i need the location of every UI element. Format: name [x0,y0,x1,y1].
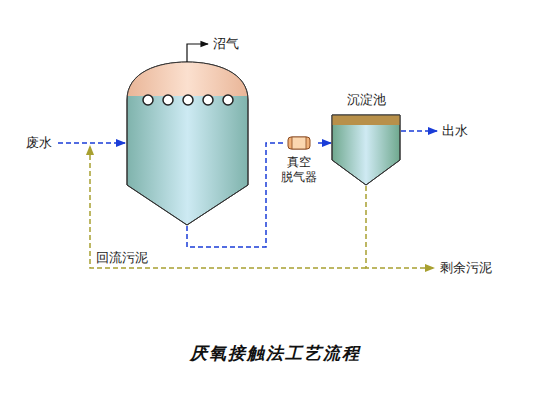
degasser-icon [280,135,318,151]
stream-label: 剩余污泥 [440,260,492,276]
settling-tank-shape [330,110,402,188]
stream-label: 沼气 [213,36,239,52]
reactor-tank [127,62,248,225]
gas-bubbles [143,95,233,105]
inlet-pipe [58,142,125,144]
flow-arrow [318,142,331,144]
sludge-pipe [366,186,434,268]
diagram-title: 厌氧接触法工艺流程 [190,342,361,365]
reactor-outline [127,62,248,225]
settling-tank: 沉淀池 [330,92,402,188]
tank-heading: 沉淀池 [330,92,402,110]
outlet-pipe [401,130,437,132]
stream-label: 废水 [26,135,52,151]
return-sludge-pipe [90,146,366,268]
degasser-unit: 真空 脱气器 [280,135,318,185]
unit-label: 真空 脱气器 [280,155,318,185]
biogas-pipe [187,44,208,62]
stream-label: 回流污泥 [96,250,148,266]
stream-label: 出水 [442,123,468,139]
reactor-outlet-pipe [187,143,286,247]
